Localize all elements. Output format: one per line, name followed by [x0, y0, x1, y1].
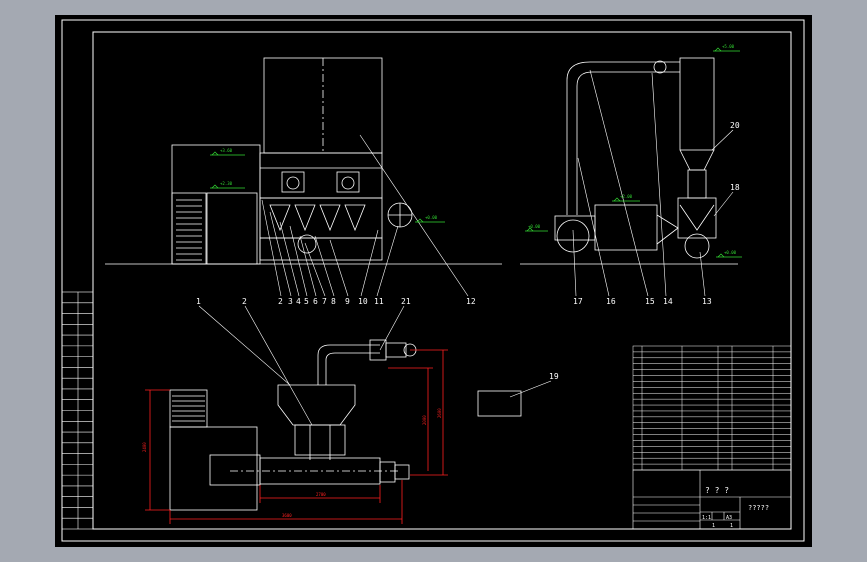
leader-line	[589, 69, 649, 297]
leader-line	[713, 191, 734, 217]
inner-frame	[92, 31, 792, 530]
balloon-plan-21: 21	[401, 297, 411, 306]
leader-line	[360, 229, 379, 297]
dimension-labels: 2400 3600 2700 2600 2000	[142, 408, 442, 518]
parts-list	[632, 345, 792, 471]
dimension-lines	[145, 349, 448, 524]
balloon-front-3: 3	[288, 297, 293, 306]
balloon-front-11: 11	[374, 297, 384, 306]
filter-cone	[294, 204, 316, 232]
balloon-side-15: 15	[645, 297, 655, 306]
drawing-number: ?????	[748, 504, 769, 512]
elev-front-top: +3.60	[220, 148, 233, 153]
leader-line	[269, 211, 292, 297]
scale-value: 1:1	[702, 515, 711, 521]
leader-line	[572, 229, 577, 297]
leader-line	[304, 242, 326, 297]
elev-side-top: +5.00	[722, 44, 735, 49]
component-19-box	[477, 390, 522, 417]
drawing-sheet	[55, 15, 812, 547]
elev-front-right: +0.00	[425, 215, 438, 220]
balloon-labels: 2 3 4 5 6 7 8 9 10 11 12 17 16 15 14 13 …	[196, 121, 740, 381]
balloon-plan-2: 2	[242, 297, 247, 306]
balloon-side-20: 20	[730, 121, 740, 130]
outer-frame	[61, 19, 805, 542]
leader-line	[329, 239, 349, 297]
filter-cone	[269, 204, 291, 232]
leader-line	[699, 251, 706, 297]
elev-side-mid: +2.00	[620, 194, 633, 199]
revision-strip	[61, 291, 94, 530]
elev-front-mid: +2.30	[220, 181, 233, 186]
balloon-front-5: 5	[304, 297, 309, 306]
dim-plan-width-inner: 2700	[316, 492, 326, 497]
dim-plan-height-right: 2600	[437, 408, 442, 418]
leader-line	[376, 225, 399, 297]
balloon-front-2: 2	[278, 297, 283, 306]
leader-line	[359, 134, 469, 297]
elev-side-right: +0.00	[724, 250, 737, 255]
cyclone	[679, 57, 715, 151]
balloon-front-9: 9	[345, 297, 350, 306]
balloon-front-10: 10	[358, 297, 368, 306]
sheet-value: 1	[712, 523, 715, 529]
leader-line	[244, 305, 313, 426]
front-view	[105, 57, 502, 297]
dim-plan-height-right-inner: 2000	[422, 415, 427, 425]
leader-line	[261, 199, 282, 297]
balloon-side-14: 14	[663, 297, 673, 306]
side-view	[520, 57, 738, 297]
mass-value: A3	[726, 515, 732, 521]
dim-plan-height-left: 2400	[142, 442, 147, 452]
balloon-side-18: 18	[730, 183, 740, 192]
leader-line	[509, 380, 552, 398]
elevation-markers	[210, 47, 742, 258]
title-block	[632, 469, 792, 530]
balloon-plan-1: 1	[196, 297, 201, 306]
balloon-side-13: 13	[702, 297, 712, 306]
balloon-side-16: 16	[606, 297, 616, 306]
title-text: ? ? ?	[705, 486, 729, 495]
leader-line	[379, 305, 405, 351]
leader-line	[651, 72, 667, 297]
leader-line	[279, 221, 300, 297]
leader-line	[711, 129, 734, 151]
title-block-text: ? ? ? ????? 1:1 A3 1 1	[702, 486, 769, 529]
sheets-value: 1	[730, 523, 733, 529]
balloon-front-7: 7	[322, 297, 327, 306]
balloon-front-8: 8	[331, 297, 336, 306]
balloon-side-17: 17	[573, 297, 583, 306]
elev-side-left: +0.00	[528, 224, 541, 229]
balloon-plan-19: 19	[549, 372, 559, 381]
leader-line	[577, 157, 610, 297]
filter-cone	[319, 204, 341, 232]
dim-plan-width-bottom: 3600	[282, 513, 292, 518]
leader-line	[314, 235, 335, 297]
filter-cone	[344, 204, 366, 232]
balloon-front-4: 4	[296, 297, 301, 306]
elevation-labels: +3.60 +2.30 +0.00 +5.00 +2.00 +0.00 +0.0…	[220, 44, 737, 255]
leader-line	[289, 225, 308, 297]
balloon-front-12: 12	[466, 297, 476, 306]
balloon-front-6: 6	[313, 297, 318, 306]
leader-line	[299, 235, 317, 297]
leader-line	[198, 305, 291, 386]
